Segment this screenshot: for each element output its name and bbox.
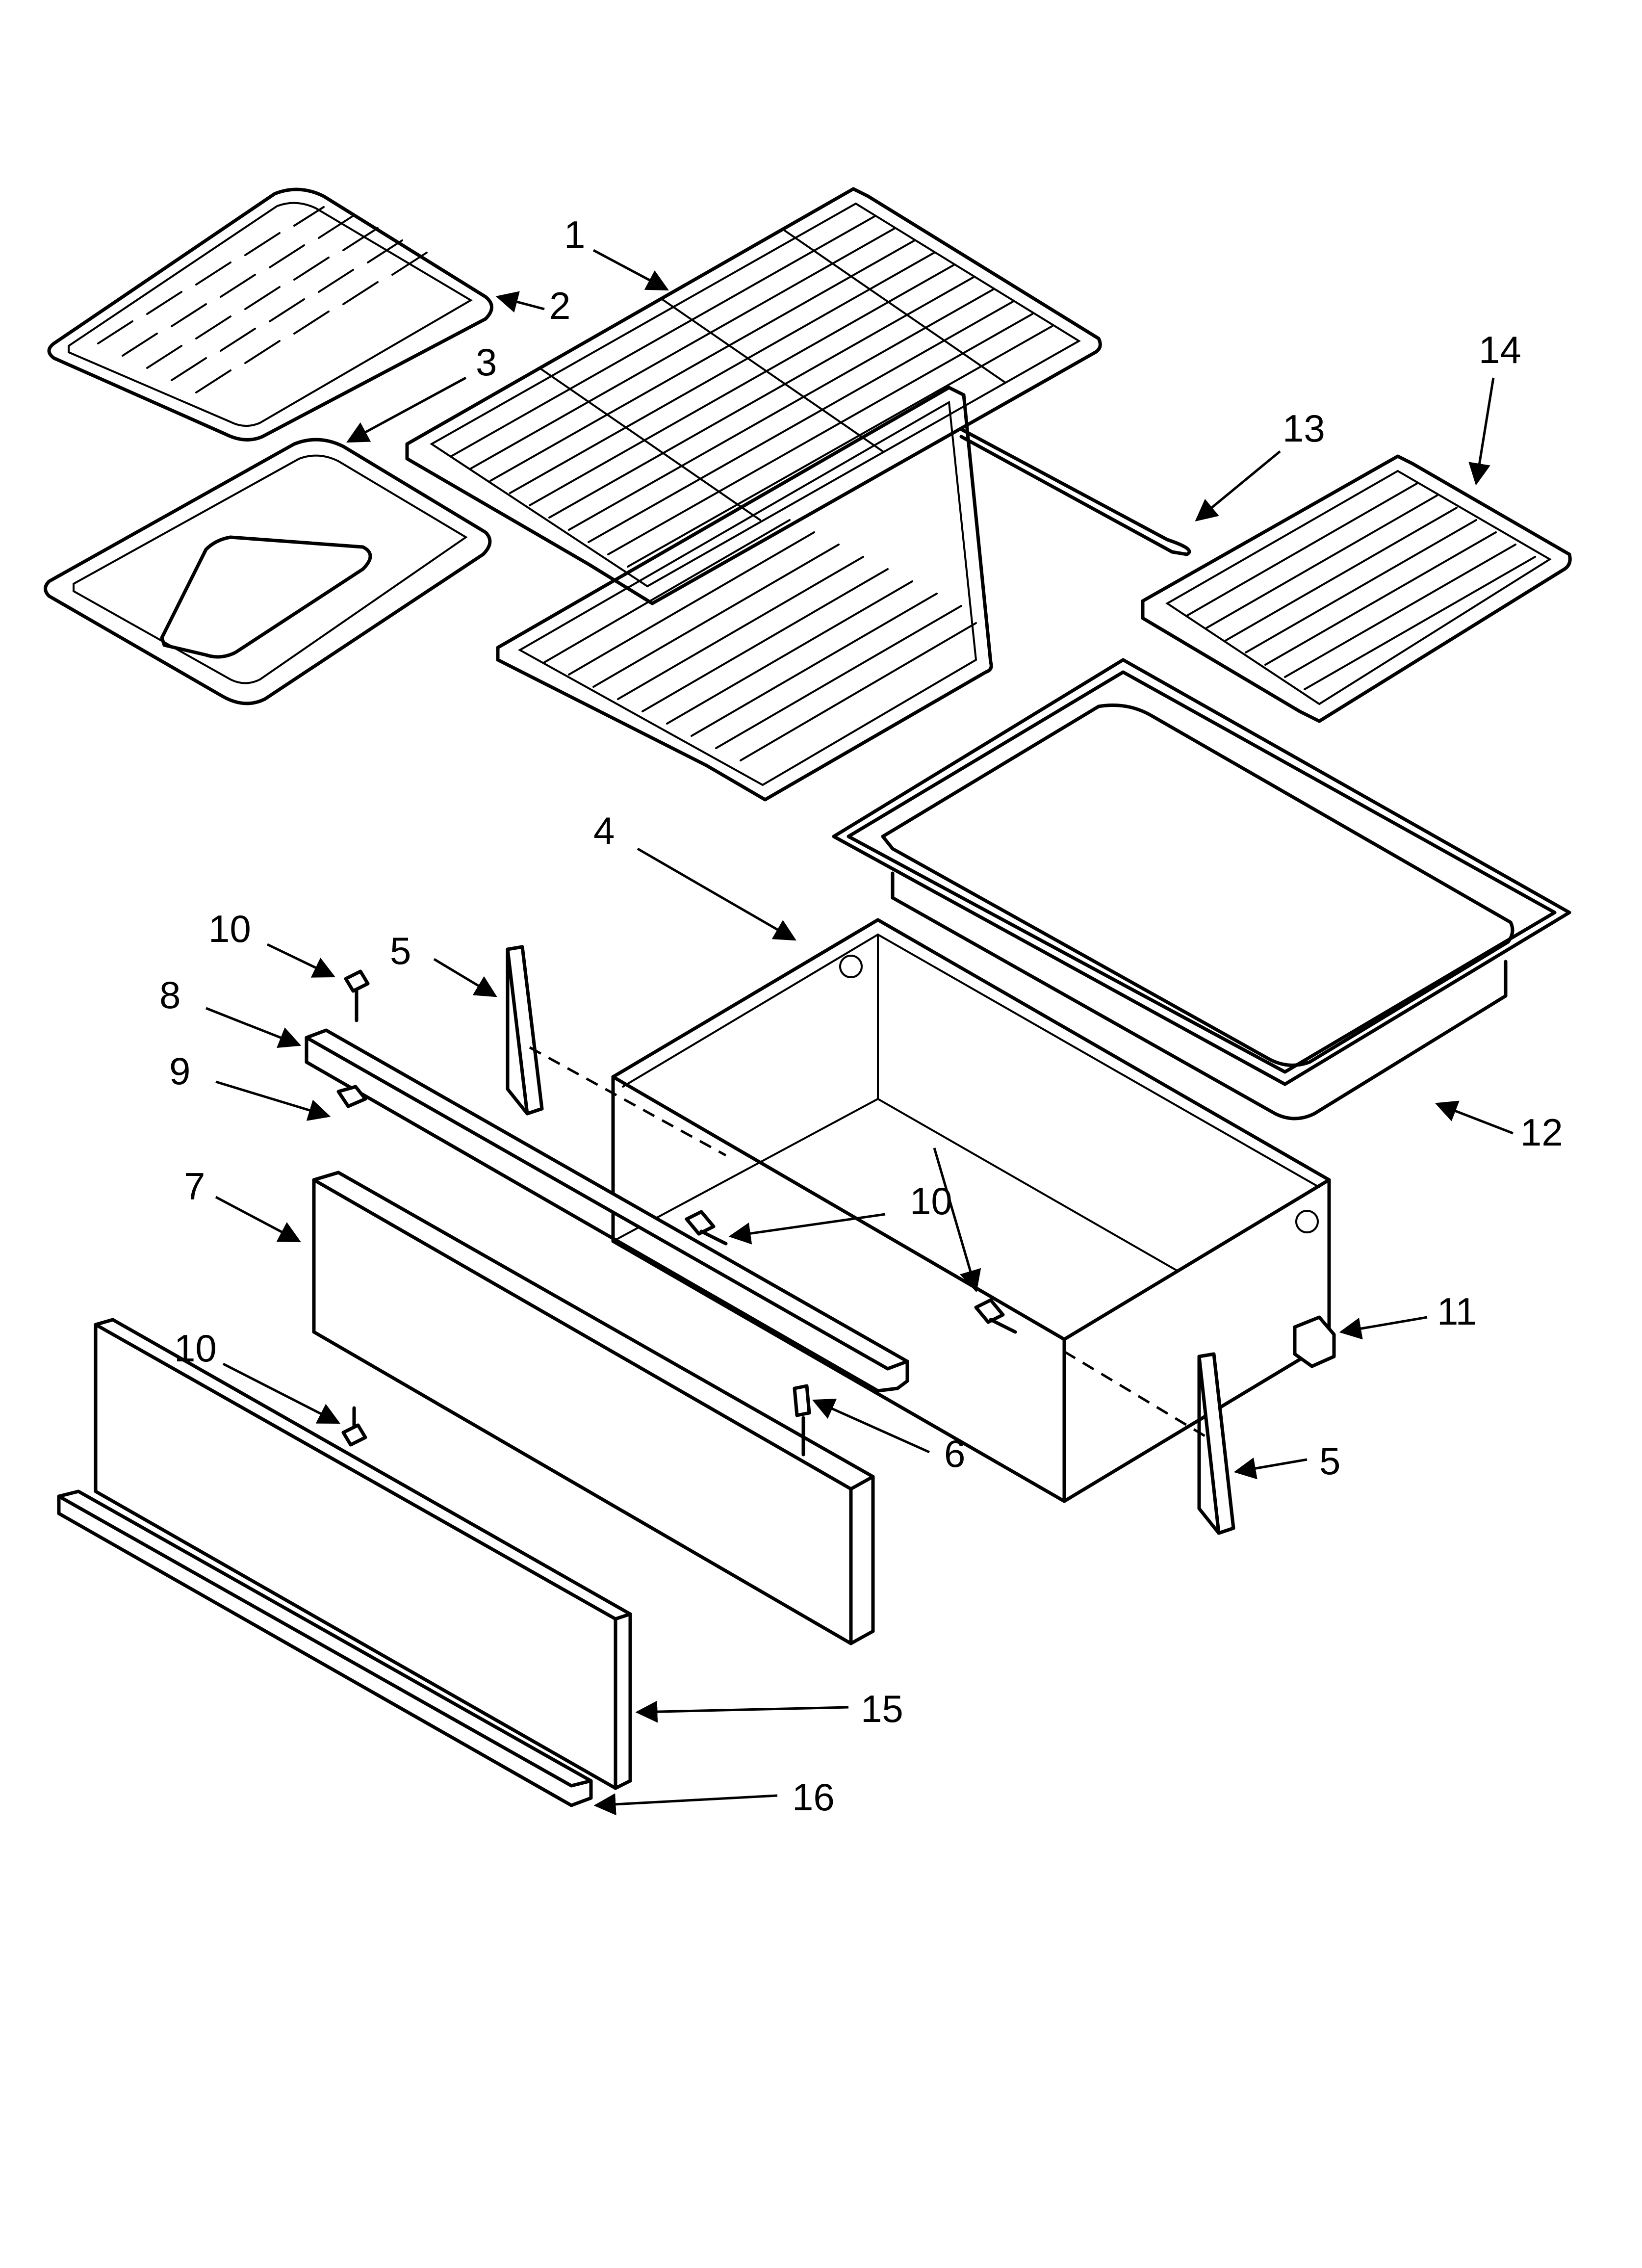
callout-5-left: 5 bbox=[390, 929, 411, 972]
callout-9: 9 bbox=[169, 1049, 190, 1093]
part-broiler-pan bbox=[44, 438, 492, 705]
part-rack-extension bbox=[959, 427, 1191, 556]
part-bottom-trim bbox=[57, 1489, 593, 1807]
callout-6: 6 bbox=[944, 1432, 965, 1475]
callout-4: 4 bbox=[593, 809, 615, 852]
leader-dashed-right bbox=[1063, 1350, 1212, 1441]
part-bracket-11 bbox=[1293, 1315, 1336, 1368]
callout-16: 16 bbox=[792, 1775, 835, 1819]
part-oven-rack-large bbox=[405, 187, 1102, 605]
part-screw-bottom bbox=[341, 1406, 367, 1447]
part-drawer-front-panel bbox=[312, 1171, 875, 1645]
part-drawer-pan bbox=[832, 658, 1571, 1121]
part-screw-drawer-left bbox=[685, 1210, 728, 1246]
callout-7: 7 bbox=[184, 1165, 205, 1208]
callout-3: 3 bbox=[476, 340, 497, 384]
callout-5-right: 5 bbox=[1319, 1439, 1340, 1483]
leader-dashed-left bbox=[529, 1046, 727, 1157]
callout-15: 15 bbox=[861, 1687, 903, 1730]
callout-1: 1 bbox=[564, 213, 585, 256]
part-drawer-body bbox=[611, 918, 1331, 1503]
part-drawer-slide-right bbox=[1197, 1352, 1235, 1535]
callout-14: 14 bbox=[1479, 328, 1521, 371]
callout-13: 13 bbox=[1283, 407, 1325, 450]
part-clip bbox=[336, 1085, 367, 1108]
part-screw-drawer-center bbox=[974, 1298, 1017, 1334]
callout-11: 11 bbox=[1437, 1290, 1477, 1333]
part-half-rack bbox=[1141, 454, 1572, 723]
part-drawer-slide-left bbox=[506, 945, 544, 1116]
callout-10-drawer: 10 bbox=[910, 1179, 952, 1223]
callout-8: 8 bbox=[159, 973, 180, 1017]
part-kick-panel bbox=[94, 1318, 632, 1790]
callout-10-bottom: 10 bbox=[174, 1327, 217, 1370]
callout-12: 12 bbox=[1520, 1111, 1563, 1154]
part-screw-top bbox=[344, 969, 370, 1022]
part-broiler-grid bbox=[47, 187, 493, 442]
part-front-trim-bar bbox=[305, 1028, 909, 1393]
callout-10-top: 10 bbox=[208, 907, 251, 950]
callout-2: 2 bbox=[549, 284, 570, 327]
part-oven-rack-small bbox=[496, 386, 993, 802]
leader-arrows bbox=[205, 249, 1514, 1816]
part-stud bbox=[793, 1384, 811, 1457]
